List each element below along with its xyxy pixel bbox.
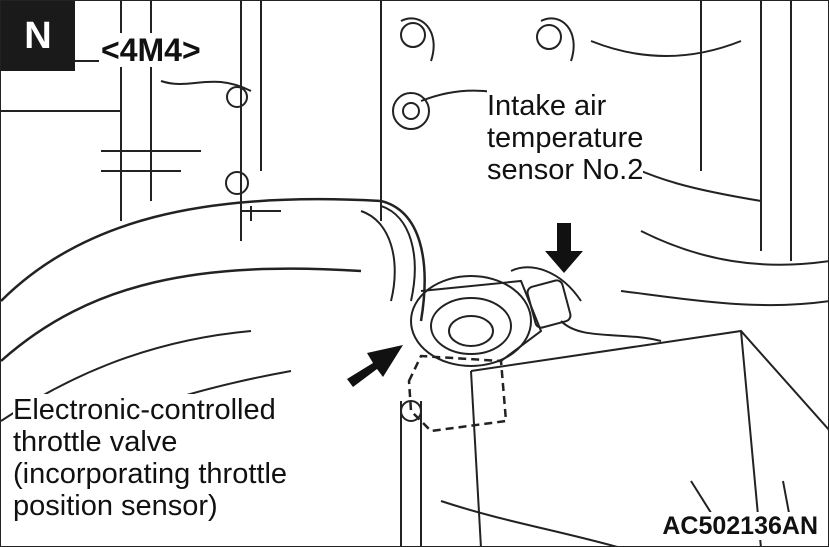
arrow-to-sensor [545, 223, 583, 273]
arrow-to-throttle [347, 345, 403, 387]
label-line: Electronic-controlled [13, 394, 276, 426]
intake-air-temperature-sensor-label: Intake air temperature sensor No.2 [487, 90, 644, 186]
label-line: Intake air [487, 90, 607, 122]
label-line: throttle valve [13, 426, 178, 458]
throttle-valve-label: Electronic-controlled throttle valve (in… [13, 394, 288, 522]
label-line: (incorporating throttle [13, 458, 288, 490]
label-line: position sensor) [13, 490, 218, 522]
figure-code: AC502136AN [660, 512, 820, 540]
label-line: sensor No.2 [487, 154, 644, 186]
label-line: temperature [487, 122, 644, 154]
engine-variant-label: <4M4> [99, 32, 203, 68]
section-badge: N [1, 1, 75, 71]
